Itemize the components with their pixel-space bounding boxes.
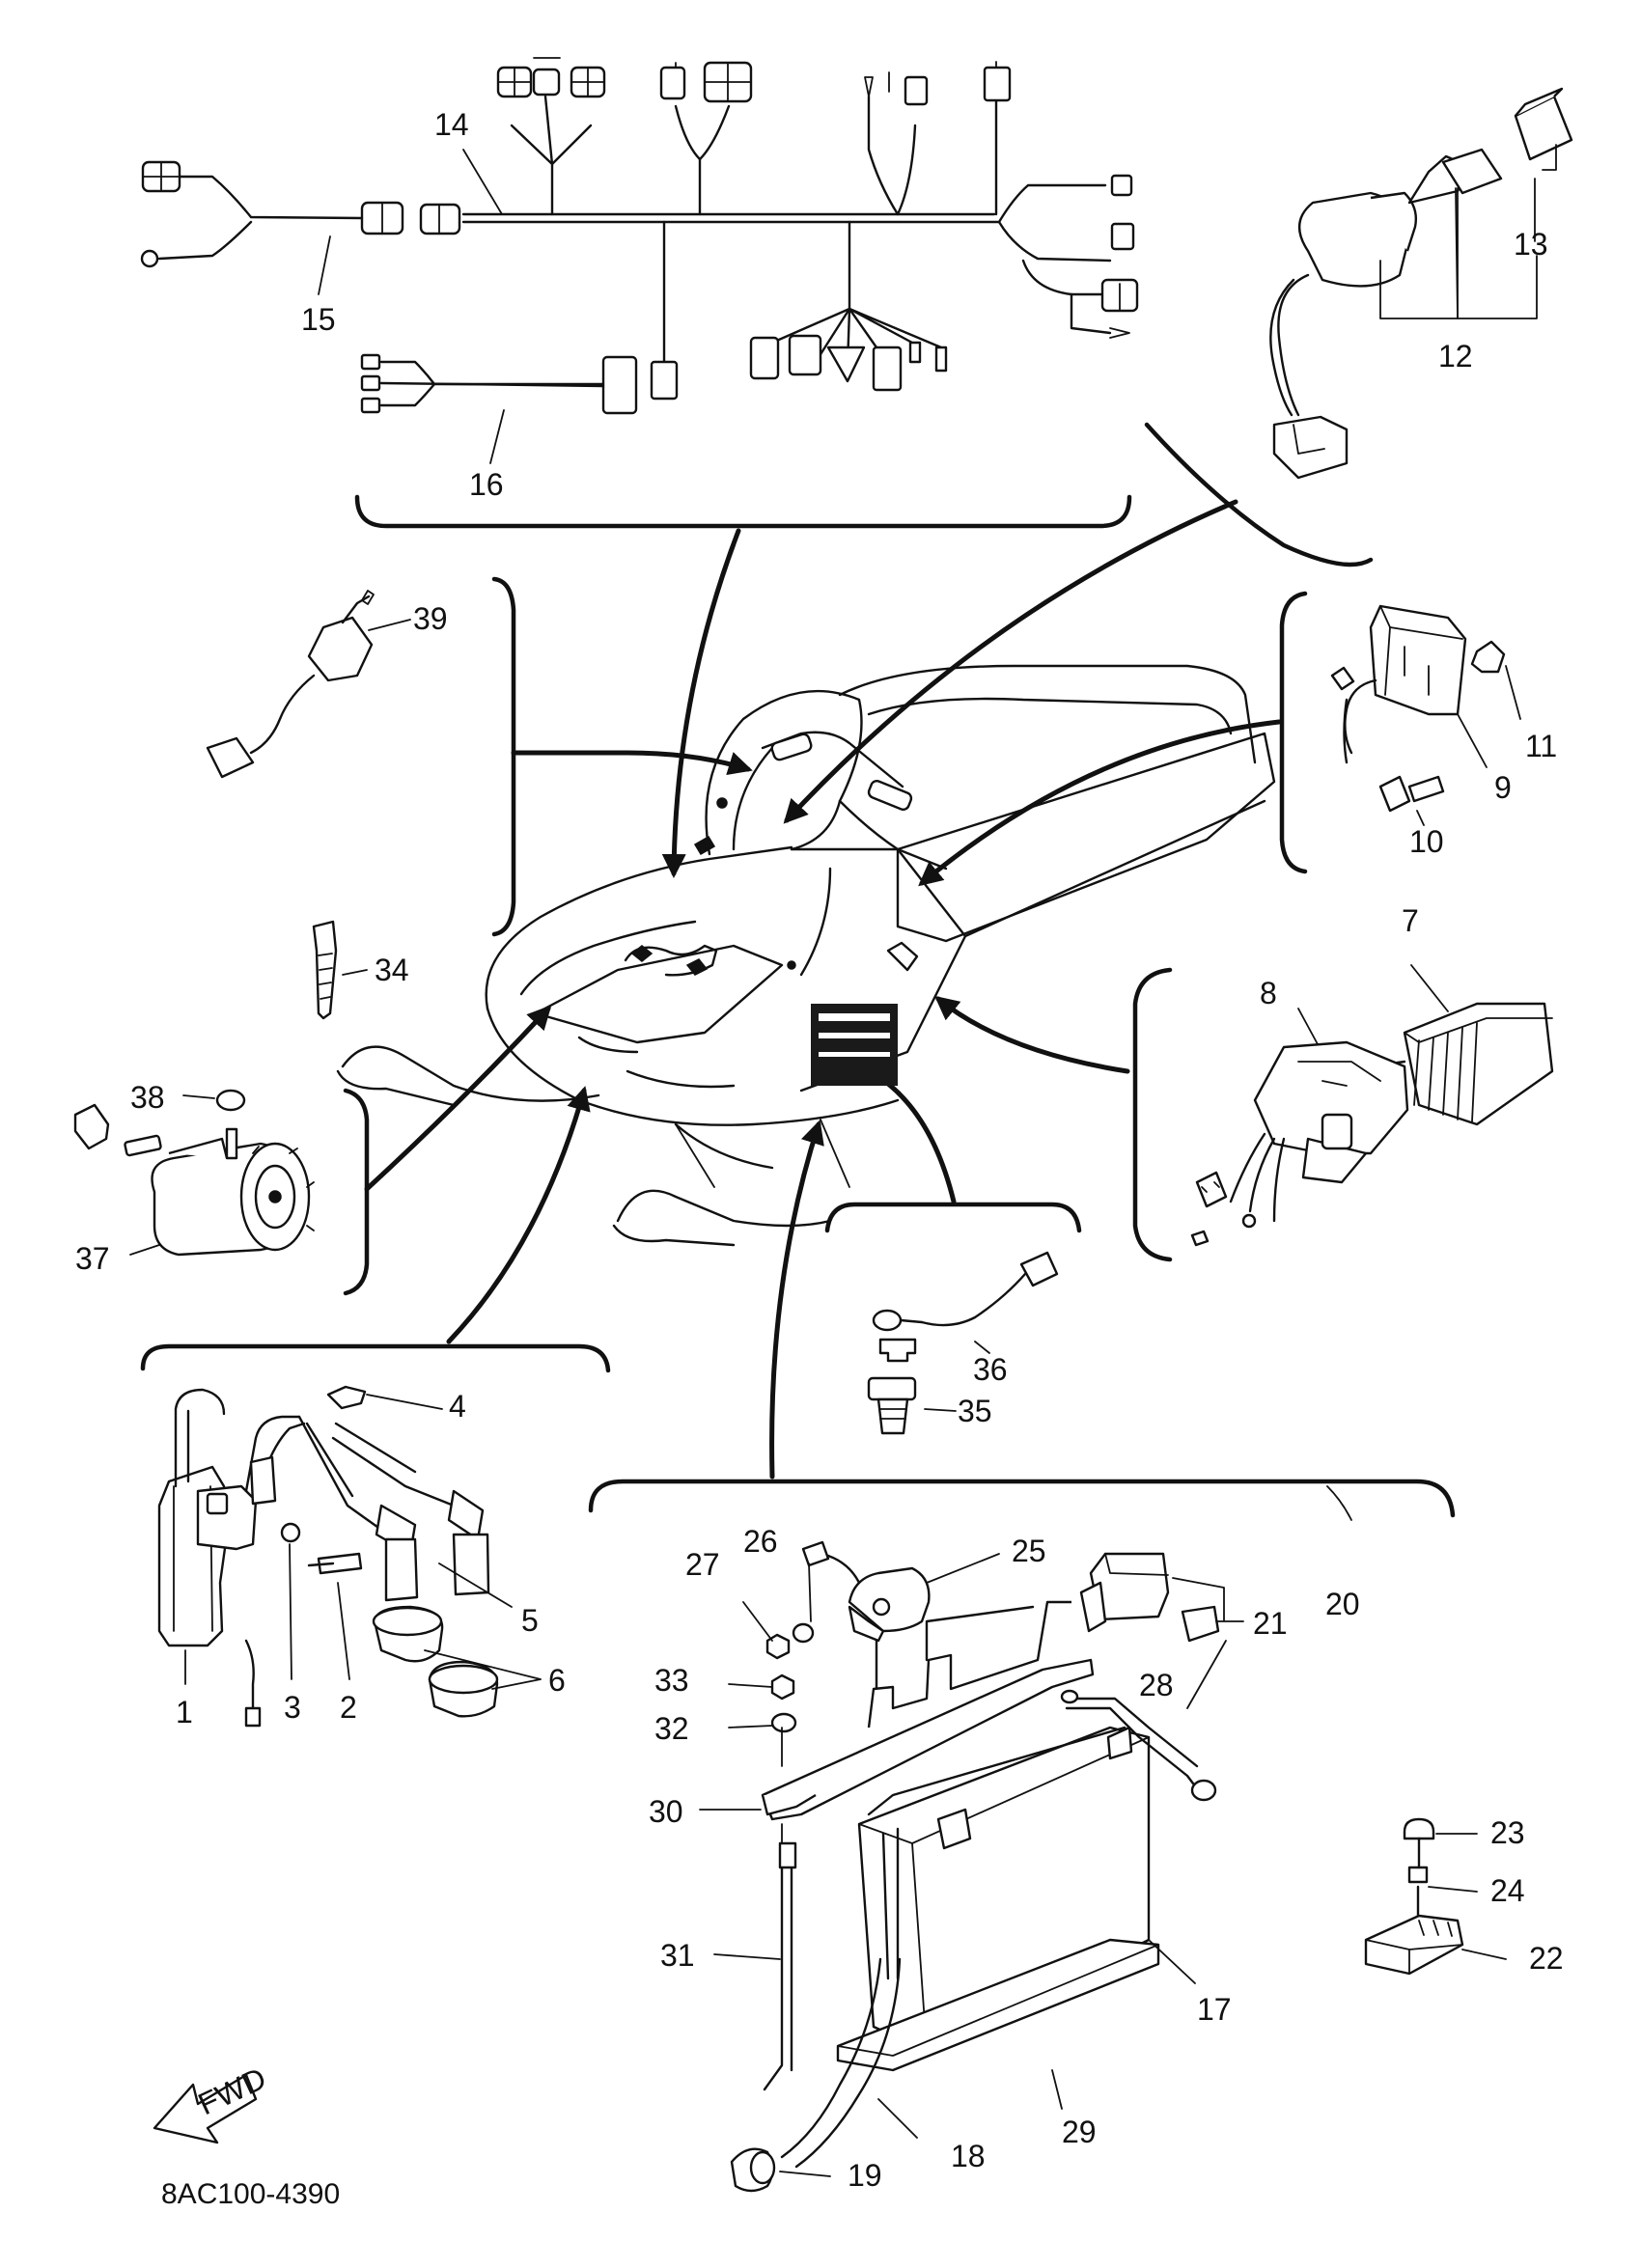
- callout-23: 23: [1490, 1815, 1525, 1850]
- callout-18: 18: [951, 2139, 986, 2173]
- callout-3: 3: [284, 1690, 301, 1725]
- relay-9-assembly: [1330, 604, 1521, 826]
- callout-11: 11: [1525, 729, 1557, 763]
- callout-38: 38: [130, 1080, 165, 1115]
- callout-15: 15: [301, 302, 336, 337]
- callout-32: 32: [654, 1711, 689, 1746]
- main-switch-parts: [1269, 87, 1573, 480]
- callout-1: 1: [176, 1695, 193, 1729]
- callout-31: 31: [660, 1938, 695, 1973]
- diagram-code: 8AC100-4390: [161, 2178, 340, 2210]
- callout-27: 27: [685, 1547, 720, 1582]
- switch-39-assembly: [206, 590, 411, 779]
- callout-20: 20: [1325, 1587, 1360, 1621]
- ignition-coil-assembly: [157, 1385, 542, 1728]
- starter-motor-37: [73, 1089, 315, 1257]
- callout-37: 37: [75, 1241, 110, 1276]
- callout-19: 19: [848, 2158, 882, 2193]
- callout-9: 9: [1494, 770, 1512, 805]
- callout-5: 5: [521, 1603, 539, 1638]
- callout-30: 30: [649, 1794, 683, 1829]
- callout-numbers: 1 2 3 4 5 6 7 8 9 10 11 12 13 14 15 16 1…: [75, 107, 1564, 2193]
- callout-33: 33: [654, 1663, 689, 1698]
- callout-24: 24: [1490, 1873, 1525, 1908]
- callout-6: 6: [548, 1663, 566, 1698]
- forward-direction-arrow: FWD: [153, 2061, 271, 2144]
- callout-17: 17: [1197, 1992, 1232, 2027]
- callout-25: 25: [1012, 1534, 1046, 1568]
- callout-16: 16: [469, 467, 504, 502]
- callout-14: 14: [434, 107, 469, 142]
- sensor-35-36: [867, 1251, 1059, 1435]
- battery-assembly: [699, 1485, 1507, 2193]
- callout-13: 13: [1514, 227, 1548, 262]
- clamp-34: [312, 920, 368, 1020]
- callout-12: 12: [1438, 339, 1473, 373]
- callout-2: 2: [340, 1690, 357, 1725]
- callout-34: 34: [375, 953, 409, 987]
- cdi-unit-assembly: [1190, 964, 1554, 1247]
- callout-26: 26: [743, 1524, 778, 1559]
- callout-10: 10: [1409, 824, 1444, 859]
- callout-29: 29: [1062, 2115, 1097, 2149]
- callout-39: 39: [413, 601, 448, 636]
- location-arrows: [364, 499, 1282, 1480]
- callout-28: 28: [1139, 1668, 1174, 1702]
- wire-harness-assembly: [140, 57, 1139, 464]
- snowmobile-body: [336, 664, 1276, 1247]
- callout-21: 21: [1253, 1606, 1288, 1641]
- callout-4: 4: [449, 1389, 466, 1424]
- callout-36: 36: [973, 1352, 1008, 1387]
- callout-8: 8: [1260, 976, 1277, 1010]
- callout-35: 35: [958, 1394, 992, 1428]
- group-brackets: [140, 422, 1456, 1518]
- callout-7: 7: [1402, 903, 1419, 938]
- callout-22: 22: [1529, 1941, 1564, 1976]
